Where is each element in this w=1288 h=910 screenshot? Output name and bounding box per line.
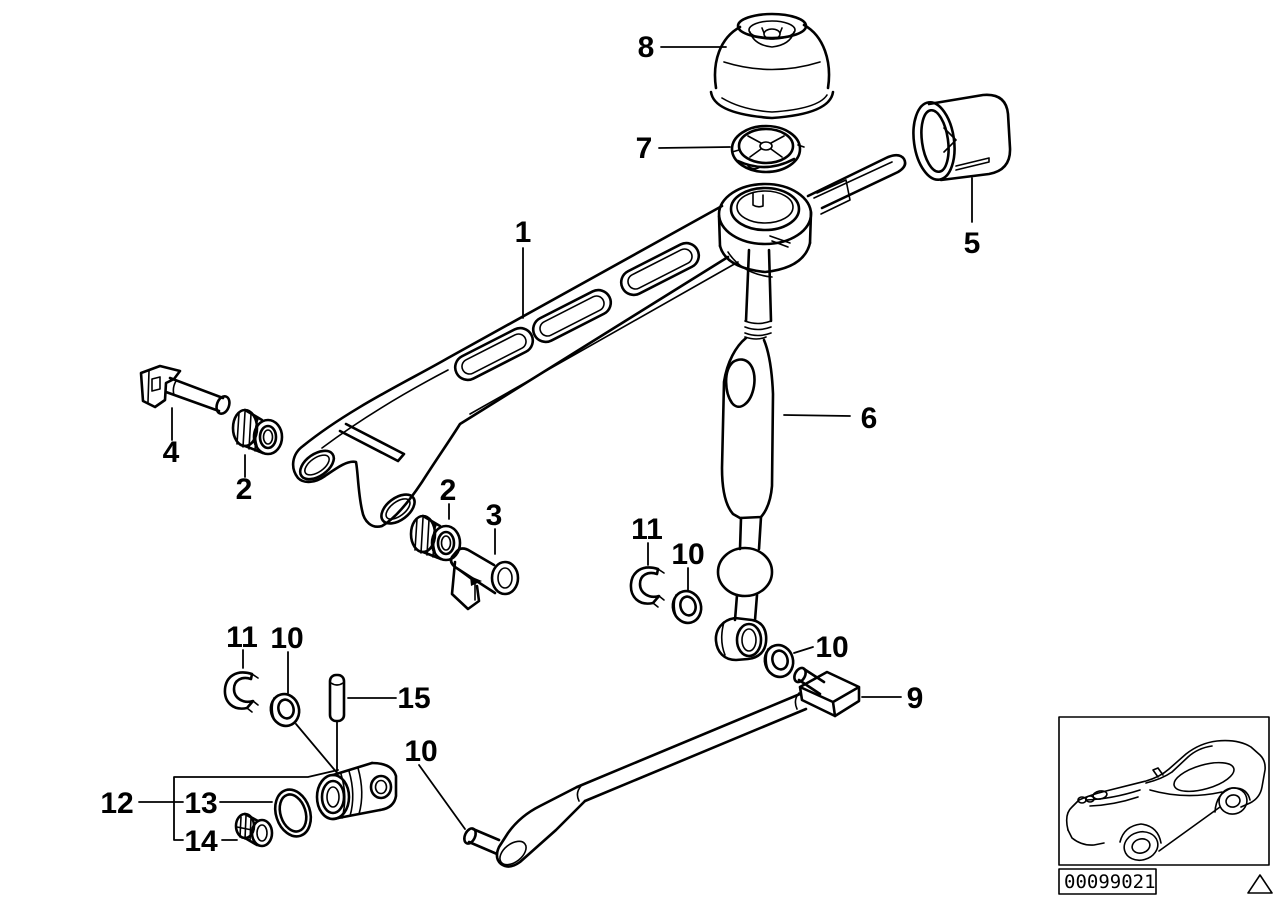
- part-3-bracket: [449, 547, 520, 611]
- callout-10-right: 10: [815, 631, 848, 664]
- car-icon: [1065, 739, 1266, 862]
- part-9-selector-rod: [463, 666, 861, 868]
- callout-10-bottom: 10: [404, 735, 437, 768]
- fork-eye-a: [298, 449, 336, 481]
- arm-outline: [291, 204, 730, 528]
- direction-arrow: [470, 576, 482, 586]
- rod-stub: [738, 515, 763, 551]
- rod9-body: [575, 692, 808, 803]
- rod-ball: [716, 546, 774, 598]
- snap-ring-gap: [300, 786, 316, 803]
- bearing-inner-tab: [752, 192, 764, 208]
- boot-flange: [709, 90, 835, 120]
- leader-6: [783, 414, 851, 417]
- leader-15: [336, 697, 397, 772]
- part-1-selector-arm: [291, 153, 907, 528]
- leader-10-right: [793, 646, 814, 654]
- callout-1: 1: [515, 216, 532, 249]
- callout-13: 13: [184, 787, 217, 820]
- arm-slot-3: [619, 241, 701, 297]
- callout-10-left: 10: [270, 622, 303, 655]
- part-2-bushing-a: [231, 408, 284, 456]
- car-box: [1058, 716, 1270, 866]
- leader-lines: [138, 46, 973, 841]
- part-15-pin: [328, 673, 346, 723]
- bottle-cutout: [724, 358, 756, 408]
- part-8-boot: [709, 12, 835, 120]
- fork-eye-b-inner: [385, 498, 411, 520]
- fork-cross-pin: [338, 422, 406, 463]
- callout-labels: 8 7 5 1 6 4 2 2 3 11 10 10 9 11 10 15 10…: [100, 31, 980, 858]
- callout-6: 6: [861, 402, 878, 435]
- car-hood-lines: [1085, 789, 1141, 807]
- code-box: [1058, 868, 1157, 895]
- car-headlight: [1092, 790, 1108, 800]
- rod9-head-pin: [797, 667, 826, 696]
- rod-eyelet: [714, 616, 768, 662]
- callout-8: 8: [638, 31, 655, 64]
- part-4-pin-bracket: [139, 364, 231, 416]
- part-12-coupling: [315, 761, 398, 821]
- arm-bearing-cup: [717, 182, 813, 278]
- part-5-sleeve: [912, 93, 1012, 182]
- part-10-washer-mid: [671, 589, 703, 625]
- rod9-head: [798, 670, 861, 718]
- callout-15: 15: [397, 682, 430, 715]
- callout-11-left: 11: [226, 621, 258, 654]
- part-11-clip-mid: [629, 566, 665, 608]
- part-10-washer-right: [763, 643, 795, 679]
- pin-body: [164, 376, 225, 413]
- part-11-clip-left: [223, 671, 259, 713]
- sleeve-slot: [955, 157, 990, 171]
- callout-3: 3: [486, 499, 503, 532]
- car-grille-2: [1085, 795, 1095, 803]
- rod-rings: [744, 320, 772, 337]
- image-code: 00099021: [1064, 871, 1156, 893]
- warning-triangle-icon: [1247, 874, 1273, 894]
- part-14-bushing: [234, 812, 274, 848]
- callout-2b: 2: [440, 474, 457, 507]
- rod9-flat-end: [495, 785, 587, 868]
- sleeve-notch: [943, 127, 957, 153]
- rod-upper: [744, 248, 773, 323]
- callout-12: 12: [100, 787, 133, 820]
- part-2-bushing-b: [409, 514, 462, 562]
- arm-ridge: [469, 261, 739, 415]
- callout-2a: 2: [236, 473, 253, 506]
- callout-11-mid: 11: [631, 513, 663, 546]
- part-6-shift-lever: [714, 248, 775, 662]
- leader-7: [658, 146, 731, 149]
- leader-assembly: [295, 723, 339, 775]
- part-7-bearing-ring: [730, 124, 805, 174]
- car-mirror: [1152, 767, 1164, 778]
- blade-wedge: [816, 179, 851, 215]
- car-side-window: [1173, 761, 1235, 793]
- car-beltline: [1149, 789, 1223, 797]
- callout-7: 7: [636, 132, 653, 165]
- rod9-end-pin: [467, 827, 501, 856]
- arm-slot-2: [531, 288, 613, 344]
- car-windshield: [1145, 745, 1213, 784]
- pin-cap: [215, 394, 231, 416]
- callout-10-mid: 10: [671, 538, 704, 571]
- part-13-snap-ring: [273, 786, 316, 838]
- image-stamp: 00099021: [1058, 716, 1273, 895]
- arm-blade: [806, 153, 907, 215]
- fork-eye-b: [380, 493, 416, 525]
- callout-14: 14: [184, 825, 218, 858]
- callout-4: 4: [163, 436, 180, 469]
- rod-neck: [733, 593, 759, 622]
- part-10-washer-left: [269, 692, 301, 728]
- bearing-inner-slot: [769, 235, 791, 248]
- arm-slot-1: [453, 326, 535, 382]
- callout-5: 5: [964, 227, 981, 260]
- callout-9: 9: [907, 682, 924, 715]
- leader-12-bracket: [138, 769, 339, 841]
- fork-eye-a-inner: [304, 454, 330, 476]
- leader-10-bottom: [418, 764, 466, 830]
- arm-contour-upper: [321, 369, 449, 449]
